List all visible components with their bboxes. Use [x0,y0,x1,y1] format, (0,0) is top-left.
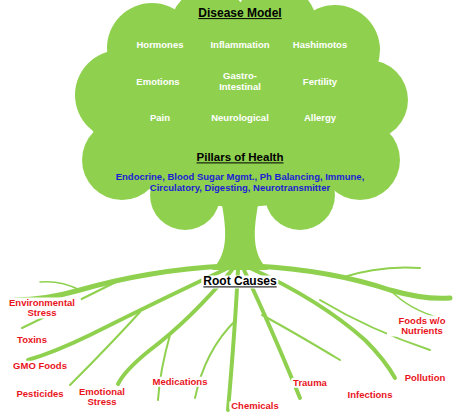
root-cause-label: Toxins [15,335,49,345]
disease-label: Pain [150,113,170,124]
disease-label: Emotions [136,77,179,88]
root-cause-label: Pollution [403,373,448,383]
section-heading: Root Causes [201,275,278,288]
disease-label: Neurological [211,113,269,124]
disease-label: Hashimotos [293,40,347,51]
root-cause-label: Medications [151,377,210,387]
root-cause-label: Foods w/o Nutrients [387,316,457,337]
disease-label: Allergy [304,113,336,124]
tree-crown: Disease ModelHormones Inflammation Hashimo… [80,0,400,225]
disease-label: Hormones [137,40,184,51]
disease-label: Fertility [303,77,337,88]
root-cause-label: Pesticides [15,389,66,399]
root-cause-label: Infections [346,390,395,400]
disease-label: Gastro- Intestinal [211,71,269,93]
heading: Pillars of Health [197,151,284,164]
root-cause-label: Trauma [291,378,329,388]
root-cause-label: Chemicals [229,401,281,411]
root-cause-label: GMO Foods [11,361,69,371]
pillars-list: Endocrine, Blood Sugar Mgmt., Ph Balanci… [109,172,371,194]
root-cause-label: Emotional Stress [72,387,132,408]
disease-label: Inflammation [210,40,269,51]
root-cause-label: Environmental Stress [3,298,81,319]
heading: Disease Model [198,7,281,21]
